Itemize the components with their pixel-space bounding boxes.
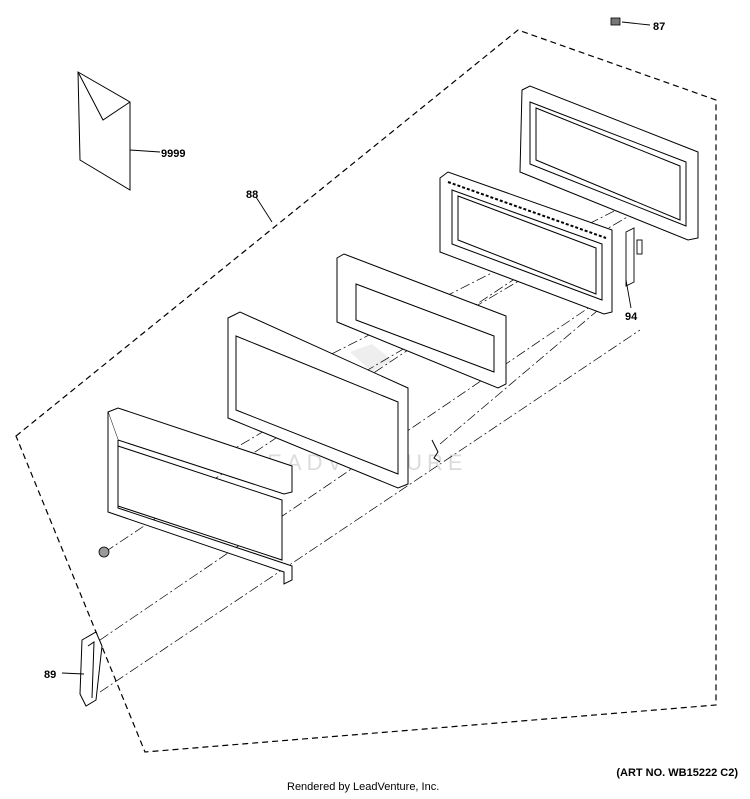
callout-88: 88 xyxy=(246,189,258,201)
callout-9999: 9999 xyxy=(161,148,185,160)
kit-boundary-dashed xyxy=(15,29,717,753)
leader-lines xyxy=(61,21,651,675)
choke-frame xyxy=(439,171,613,315)
front-door-panel xyxy=(107,407,293,585)
rear-door-frame xyxy=(519,85,699,241)
screw-part-87 xyxy=(610,17,621,26)
handle-part-89 xyxy=(79,631,103,707)
glass-window-panel xyxy=(336,253,507,389)
callout-87: 87 xyxy=(653,21,665,33)
callout-89: 89 xyxy=(44,669,56,681)
literature-envelope-part xyxy=(77,71,131,191)
inner-door-panel xyxy=(227,311,409,489)
roller-part xyxy=(98,546,110,558)
latch-part-94 xyxy=(625,227,643,287)
rendered-by-credit: Rendered by LeadVenture, Inc. xyxy=(287,781,440,793)
clip-part xyxy=(431,439,441,463)
art-number: (ART NO. WB15222 C2) xyxy=(616,767,738,779)
callout-94: 94 xyxy=(625,311,638,323)
